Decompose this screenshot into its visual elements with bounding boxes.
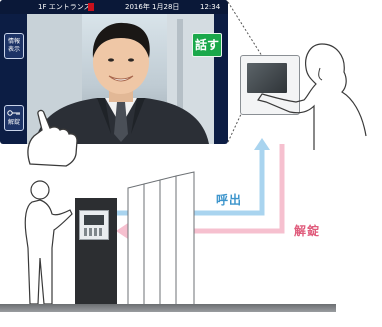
location-label: 1F エントランス (38, 3, 91, 11)
room-intercom-screen (247, 63, 287, 93)
time-readout: 12:34 (200, 3, 221, 11)
visitor-outline-figure (24, 180, 73, 305)
call-arrowhead (254, 138, 270, 150)
visitor-figure (35, 22, 209, 144)
live-badge (88, 3, 94, 11)
key-icon (7, 110, 20, 116)
entrance-intercom-panel (79, 210, 109, 240)
info-display-label: 情報 表示 (7, 38, 20, 53)
background-post (177, 19, 183, 144)
unlock-arrowhead (116, 223, 128, 239)
unlock-button[interactable]: 解錠 (4, 105, 24, 131)
panel-camera (84, 215, 104, 225)
unlock-label-text: 解錠 (294, 224, 321, 238)
unlock-label: 解錠 (7, 119, 20, 126)
ground (0, 304, 336, 312)
monitor-status-bar: 1F エントランス 2016年 1月28日 12:34 (0, 0, 228, 14)
talk-button[interactable]: 話す (192, 33, 222, 57)
visitor-camera-view (27, 14, 214, 144)
entrance-panel-stand (75, 198, 117, 306)
date-readout: 2016年 1月28日 (125, 3, 180, 11)
resident-figure (257, 43, 367, 150)
entrance-glass-doors (127, 171, 195, 306)
room-intercom-unit (240, 55, 300, 115)
panel-keypad (84, 228, 104, 236)
pointing-hand-icon (27, 109, 78, 167)
intercom-monitor-screen: 1F エントランス 2016年 1月28日 12:34 (0, 0, 228, 144)
call-label: 呼出 (216, 193, 243, 207)
info-display-button[interactable]: 情報 表示 (4, 33, 24, 59)
